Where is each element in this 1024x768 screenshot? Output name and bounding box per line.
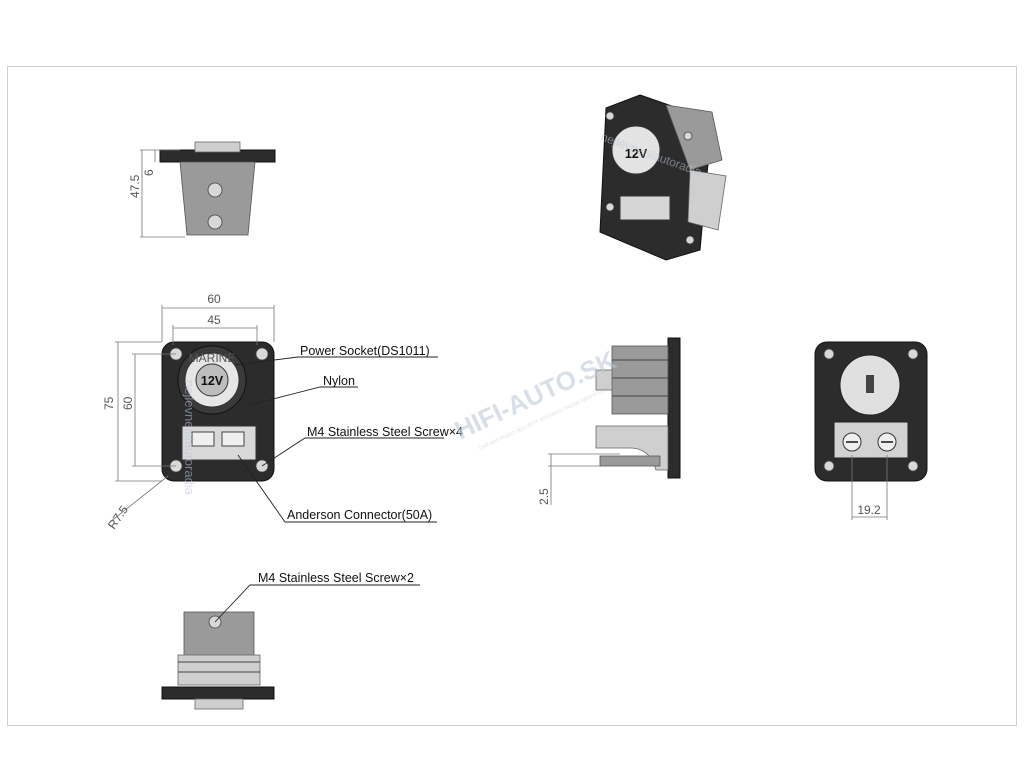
dim-top-height: 47.5 (128, 174, 142, 198)
isometric-view: 12V (599, 94, 727, 261)
socket-brand: MARINE (189, 351, 236, 365)
watermark-vertical-front: nejlevnejsiautoradia (182, 380, 197, 496)
dim-front-height-outer: 75 (102, 396, 116, 410)
dim-top-small: 6 (142, 169, 156, 176)
callout-anderson: Anderson Connector(50A) (287, 508, 432, 522)
dim-front-width-outer: 60 (207, 292, 221, 306)
screw-icon (255, 347, 269, 361)
callout-power-socket: Power Socket(DS1011) (300, 344, 430, 358)
rear-view: 19.2 (814, 341, 928, 520)
top-view: 47.5 6 (128, 141, 276, 238)
dim-corner-radius: R7.5 (105, 503, 131, 532)
iso-voltage: 12V (625, 147, 648, 161)
socket-voltage: 12V (201, 374, 224, 388)
side-view: 2.5 (537, 337, 681, 505)
dim-front-width-inner: 45 (207, 313, 221, 327)
bottom-view: M4 Stainless Steel Screw×2 (161, 571, 420, 710)
callout-screw-x2: M4 Stainless Steel Screw×2 (258, 571, 414, 585)
dim-front-height-inner: 60 (121, 396, 135, 410)
callout-nylon: Nylon (323, 374, 355, 388)
dim-rear-spacing: 19.2 (857, 503, 881, 517)
dim-side-offset: 2.5 (537, 488, 551, 505)
callout-screw-x4: M4 Stainless Steel Screw×4 (307, 425, 463, 439)
front-view: 12V MARINE 60 45 75 60 R7.5 Power Socket… (102, 292, 463, 532)
